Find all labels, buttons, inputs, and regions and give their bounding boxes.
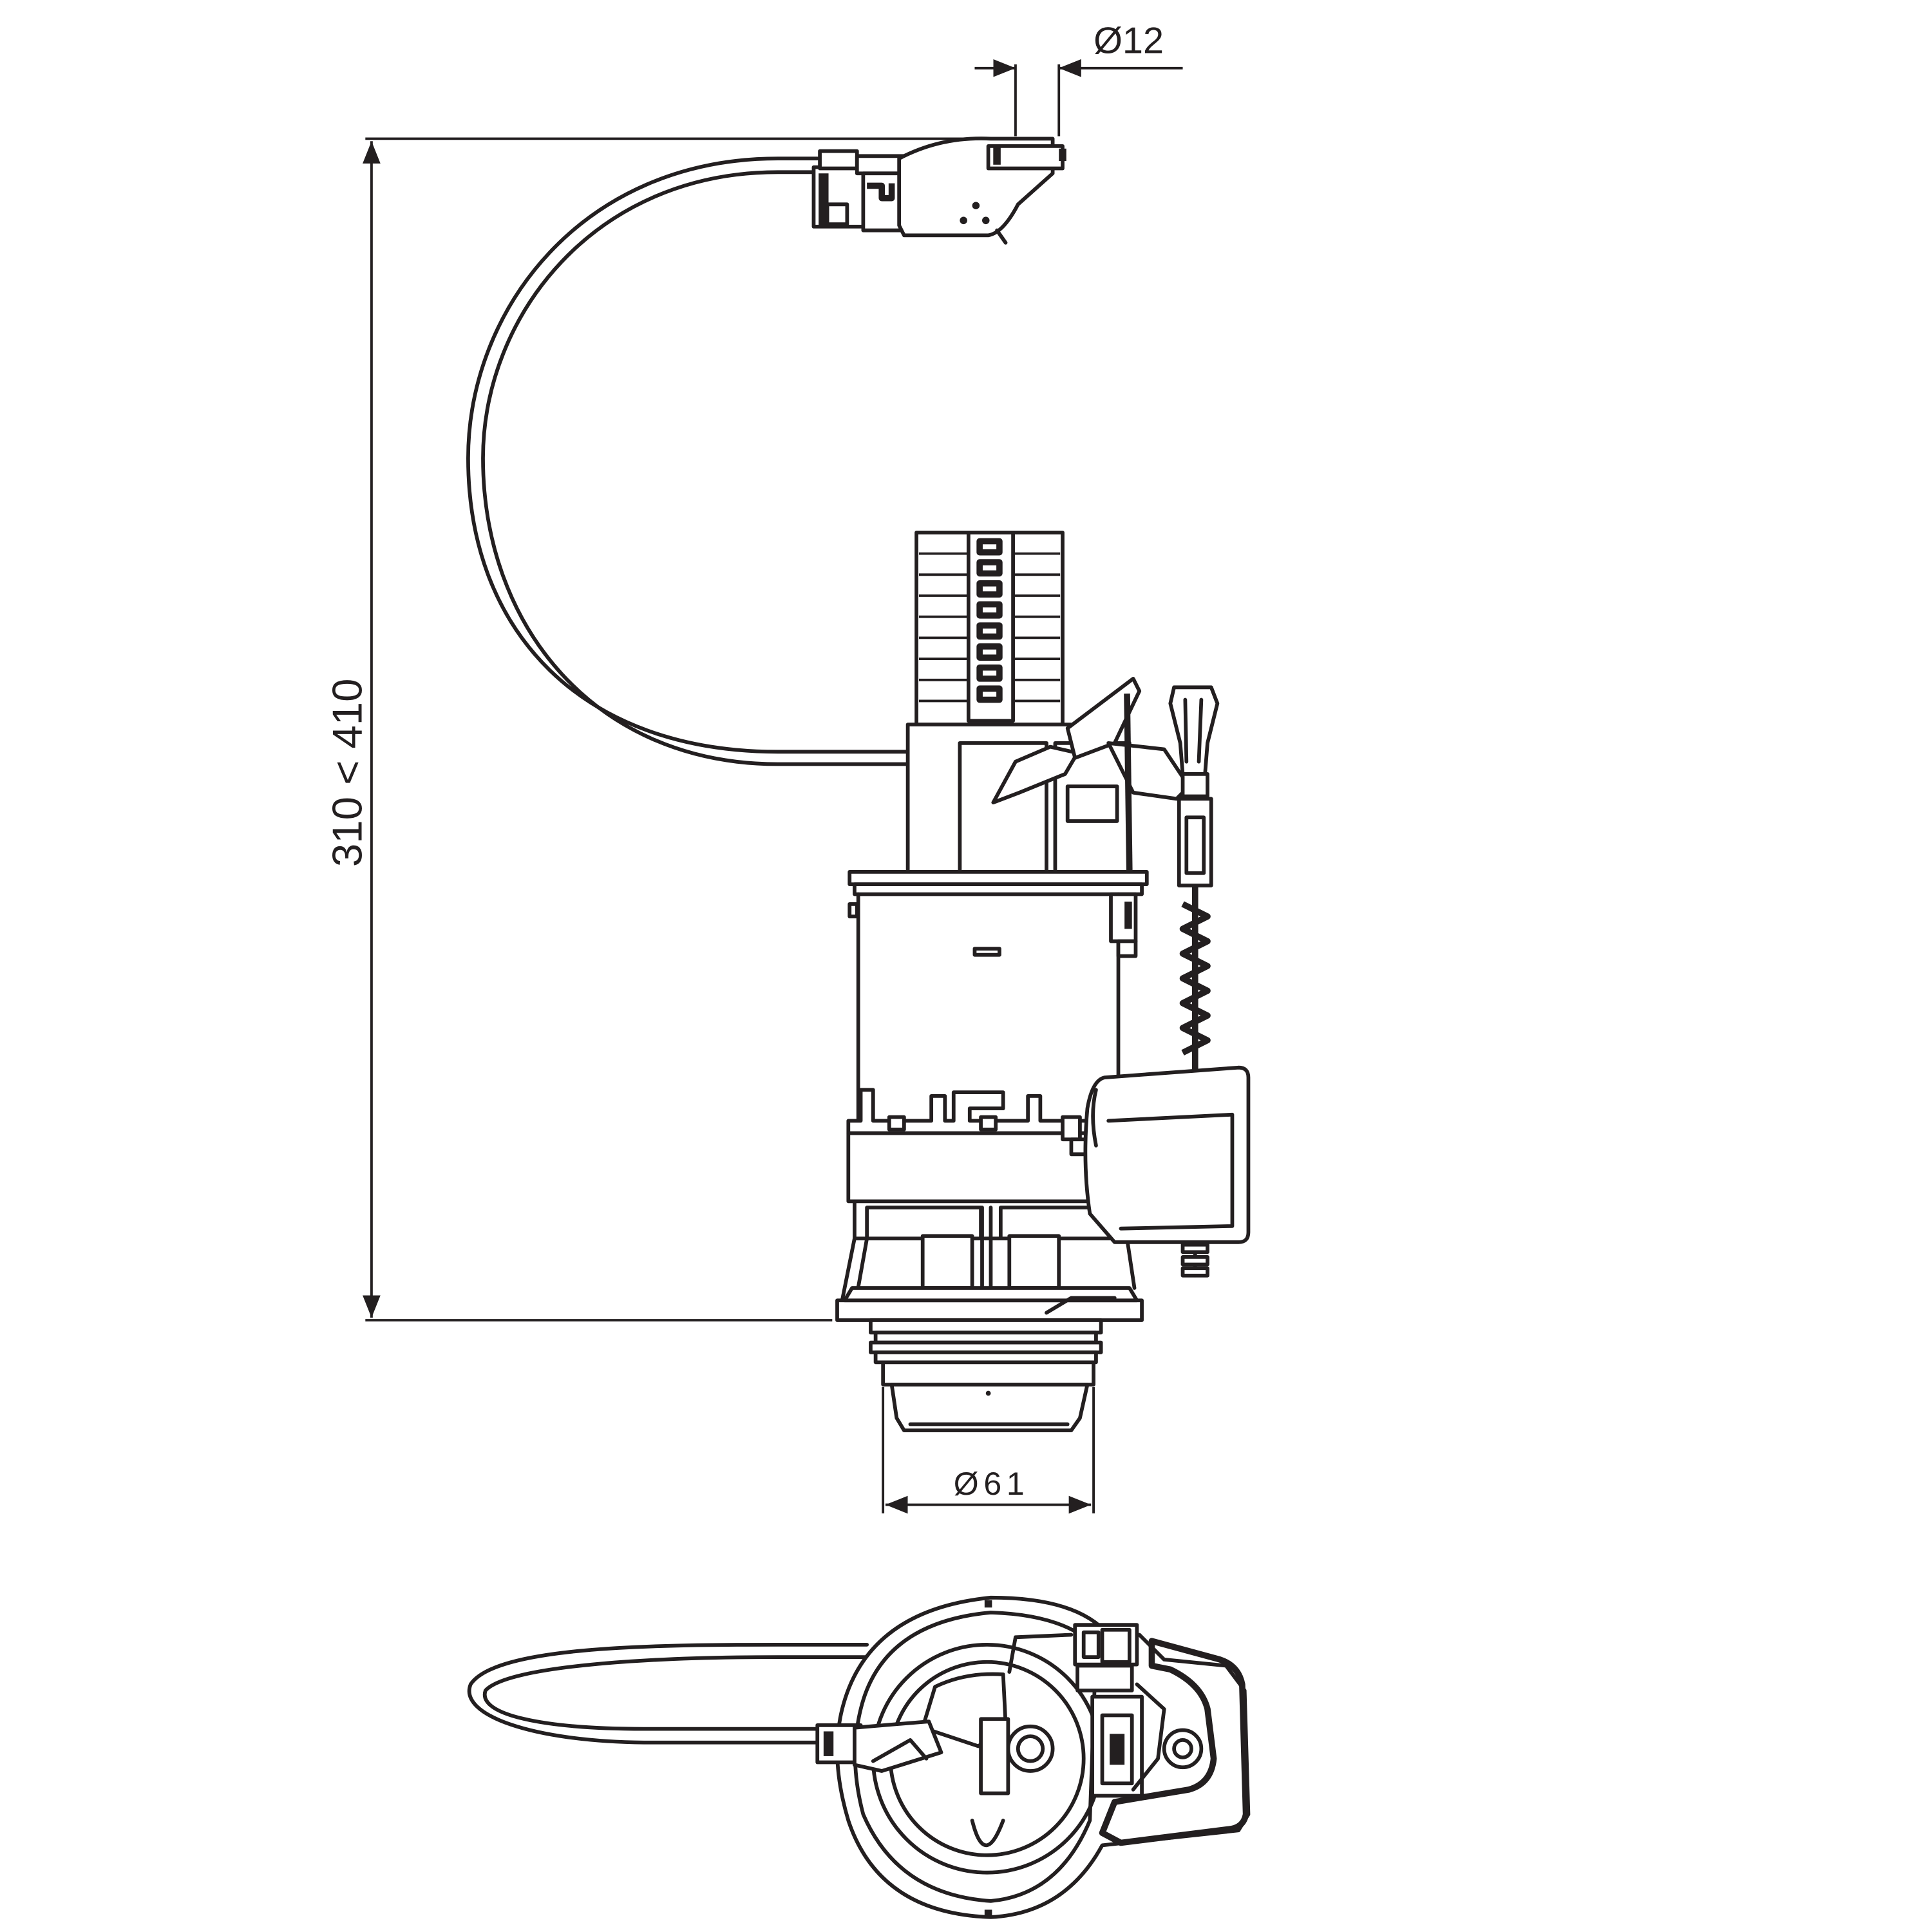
side-view <box>466 137 1251 1433</box>
dimension-outlet-diameter: Ø61 <box>882 1387 1095 1514</box>
float-box <box>1083 1065 1251 1244</box>
dim-label-top-diameter: Ø12 <box>1094 21 1164 62</box>
top-view <box>467 1595 1251 1919</box>
overflow-tube <box>914 531 1065 726</box>
dim-label-outlet-diameter: Ø61 <box>954 1466 1030 1502</box>
actuator-head <box>811 137 1066 245</box>
dim-label-height: 310 < 410 <box>324 678 371 867</box>
main-body <box>835 869 1149 1433</box>
adjustment-rod <box>1168 685 1220 1278</box>
cable <box>466 156 913 766</box>
top-lever <box>815 1719 943 1773</box>
dimension-top-diameter: Ø12 <box>974 21 1183 137</box>
top-cable-loop <box>467 1642 869 1745</box>
dimension-height: 310 < 410 <box>324 137 1016 1321</box>
top-valve-assembly <box>1007 1623 1249 1846</box>
